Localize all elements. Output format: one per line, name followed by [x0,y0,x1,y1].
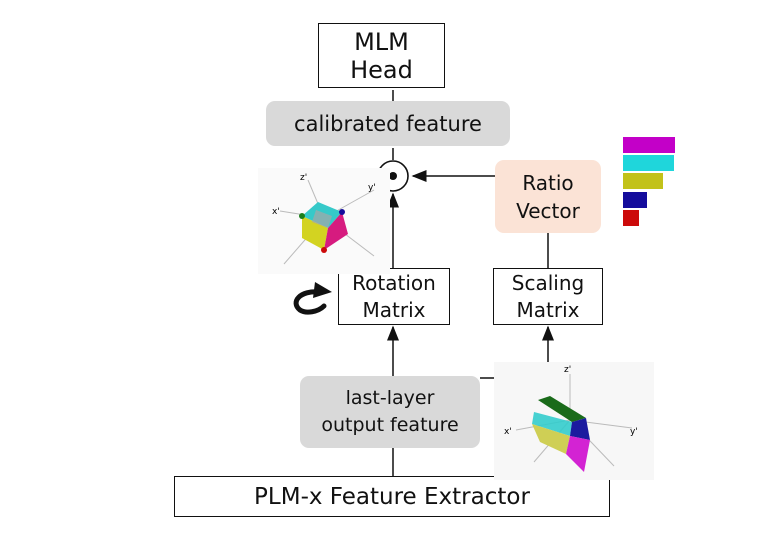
rotation-matrix-node: Rotation Matrix [338,268,450,325]
axis-label-y-bottom: y' [630,427,638,437]
ratio-bar-2 [623,155,674,171]
ratio-legend [623,137,675,227]
ratio-bar-4 [623,192,647,208]
plm-feature-extractor-node: PLM-x Feature Extractor [174,476,610,517]
axis-label-x-top: x' [272,207,280,217]
last-layer-output-node: last-layer output feature [300,376,480,448]
axis-label-y-top: y' [368,183,376,193]
mlm-head-node: MLM Head [318,23,445,88]
rotate-arrow-icon [293,282,332,315]
ratio-vector-node: Ratio Vector [495,160,601,233]
scaling-matrix-node: Scaling Matrix [493,268,603,325]
ratio-bar-5 [623,210,639,226]
scaled-plane-figure: z' x' y' [494,362,654,480]
axis-label-z-top: z' [300,173,307,183]
rotated-cube-figure: z' x' y' [258,168,390,274]
calibrated-feature-node: calibrated feature [266,101,510,146]
axis-label-z-bottom: z' [564,365,571,375]
ratio-bar-1 [623,137,675,153]
axis-label-x-bottom: x' [504,427,512,437]
ratio-bar-3 [623,173,663,189]
